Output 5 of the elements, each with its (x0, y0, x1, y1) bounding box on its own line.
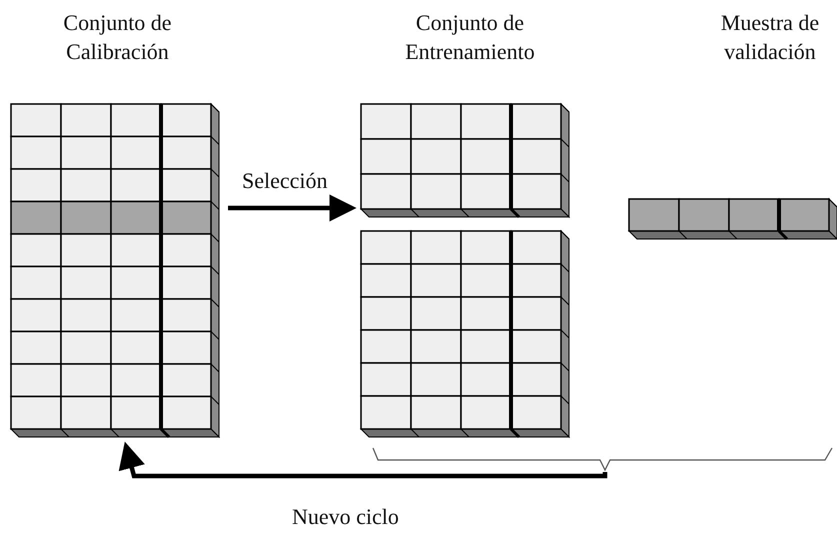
group-heading: Conjunto de Calibración (62, 9, 173, 66)
group-heading: Muestra de validación (720, 9, 820, 66)
arrow (228, 194, 356, 222)
group-heading: Conjunto de Entrenamiento (404, 9, 536, 66)
arrow (118, 442, 608, 478)
